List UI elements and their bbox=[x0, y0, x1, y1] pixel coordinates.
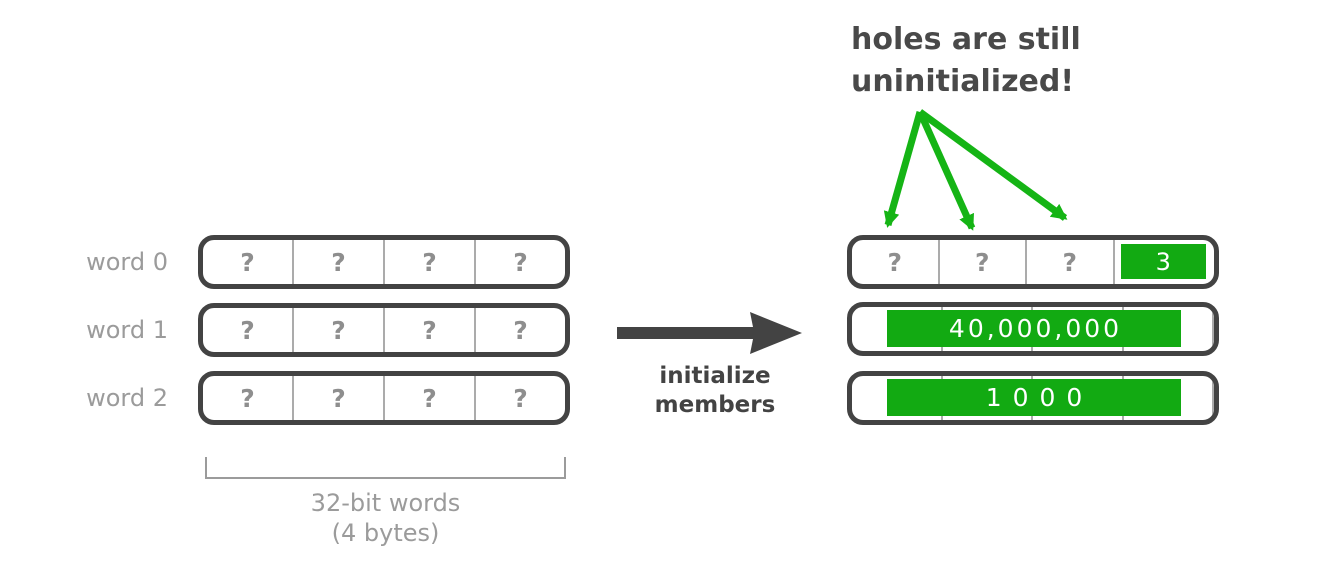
uninitialized-byte: ? bbox=[240, 315, 255, 345]
byte-cell: ? bbox=[294, 240, 385, 284]
word0-label: word 0 bbox=[86, 248, 168, 276]
initialized-word-value: 1000 bbox=[887, 379, 1181, 416]
byte-cell: ? bbox=[476, 308, 565, 352]
byte-cell bbox=[1124, 376, 1214, 420]
byte-cell: ? bbox=[385, 308, 476, 352]
uninitialized-byte: ? bbox=[422, 315, 437, 345]
holes-callout-title: holes are still uninitialized! bbox=[851, 19, 1081, 103]
byte-cell: ? bbox=[294, 376, 385, 420]
byte-cell: ? bbox=[203, 308, 294, 352]
byte-cell bbox=[1124, 307, 1214, 351]
uninitialized-hole: ? bbox=[974, 247, 990, 277]
uninitialized-byte: ? bbox=[513, 315, 528, 345]
byte-cell: ? bbox=[1027, 240, 1115, 284]
holes-callout-line2: uninitialized! bbox=[851, 64, 1075, 99]
uninitialized-hole: ? bbox=[887, 247, 902, 277]
word-width-caption: 32-bit words (4 bytes) bbox=[205, 488, 566, 548]
initialized-byte-value: 3 bbox=[1120, 244, 1206, 279]
uninitialized-byte: ? bbox=[331, 315, 346, 345]
byte-cell: ? bbox=[203, 240, 294, 284]
byte-cell: ? bbox=[852, 240, 940, 284]
uninitialized-byte: ? bbox=[513, 247, 528, 277]
uninitialized-byte: ? bbox=[422, 383, 437, 413]
holes-callout-line1: holes are still bbox=[851, 22, 1081, 57]
transition-caption-line1: initialize bbox=[659, 363, 771, 389]
byte-cell: ? bbox=[385, 376, 476, 420]
uninitialized-byte: ? bbox=[240, 383, 255, 413]
left-word1-box: ? ? ? ? bbox=[198, 303, 570, 357]
word1-label: word 1 bbox=[86, 316, 168, 344]
word-width-caption-line1: 32-bit words bbox=[310, 489, 461, 517]
byte-cell: ? bbox=[476, 240, 565, 284]
right-word2-box: 1000 bbox=[847, 371, 1219, 425]
word2-label: word 2 bbox=[86, 384, 168, 412]
byte-cell: ? bbox=[385, 240, 476, 284]
word-width-bracket bbox=[205, 457, 566, 479]
byte-cell: 3 bbox=[1115, 240, 1215, 284]
right-word0-box: ? ? ? 3 bbox=[847, 235, 1219, 289]
uninitialized-byte: ? bbox=[422, 247, 437, 277]
initialized-word-value: 40,000,000 bbox=[887, 310, 1181, 347]
uninitialized-hole: ? bbox=[1062, 247, 1077, 277]
left-word2-box: ? ? ? ? bbox=[198, 371, 570, 425]
byte-cell: ? bbox=[940, 240, 1027, 284]
byte-cell: ? bbox=[294, 308, 385, 352]
uninitialized-byte: ? bbox=[513, 383, 528, 413]
word-width-caption-line2: (4 bytes) bbox=[331, 519, 440, 547]
left-word0-box: ? ? ? ? bbox=[198, 235, 570, 289]
transition-caption-line2: members bbox=[654, 392, 776, 418]
transition-caption: initialize members bbox=[630, 362, 800, 420]
right-arrow-icon bbox=[617, 312, 802, 354]
right-word1-box: 40,000,000 bbox=[847, 302, 1219, 356]
byte-cell: ? bbox=[476, 376, 565, 420]
uninitialized-byte: ? bbox=[331, 247, 346, 277]
green-fan-arrows-icon bbox=[883, 109, 1068, 231]
byte-cell: ? bbox=[203, 376, 294, 420]
uninitialized-byte: ? bbox=[240, 247, 255, 277]
uninitialized-byte: ? bbox=[331, 383, 346, 413]
